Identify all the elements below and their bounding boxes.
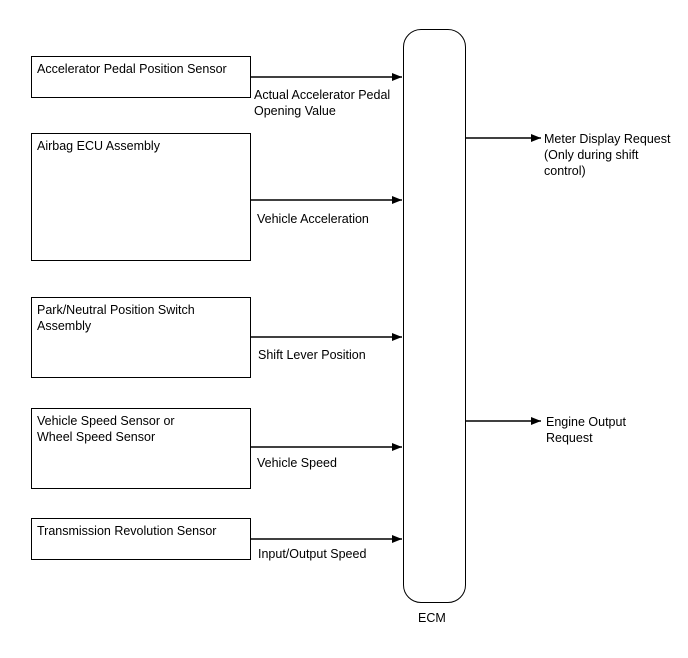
signal-label-input-output-speed: Input/Output Speed [258,547,367,561]
input-label: Vehicle Speed Sensor or Wheel Speed Sens… [37,414,175,444]
input-box-airbag-ecu: Airbag ECU Assembly [31,133,251,261]
input-label: Park/Neutral Position Switch Assembly [37,303,195,333]
signal-label-acceleration: Vehicle Acceleration [257,212,369,226]
input-label: Accelerator Pedal Position Sensor [37,62,227,76]
input-box-vehicle-speed-sensor: Vehicle Speed Sensor or Wheel Speed Sens… [31,408,251,489]
input-box-park-neutral-switch: Park/Neutral Position Switch Assembly [31,297,251,378]
signal-label-shift-lever: Shift Lever Position [258,348,366,362]
ecm-block [403,29,466,603]
output-label-engine-output: Engine Output Request [546,415,626,445]
input-label: Transmission Revolution Sensor [37,524,217,538]
input-box-accelerator-pedal-sensor: Accelerator Pedal Position Sensor [31,56,251,98]
input-box-transmission-revolution-sensor: Transmission Revolution Sensor [31,518,251,560]
ecm-label: ECM [418,611,446,625]
output-label-meter-display: Meter Display Request (Only during shift… [544,132,671,178]
input-label: Airbag ECU Assembly [37,139,160,153]
signal-label-vehicle-speed: Vehicle Speed [257,456,337,470]
signal-label-accelerator: Actual Accelerator Pedal Opening Value [254,88,391,118]
